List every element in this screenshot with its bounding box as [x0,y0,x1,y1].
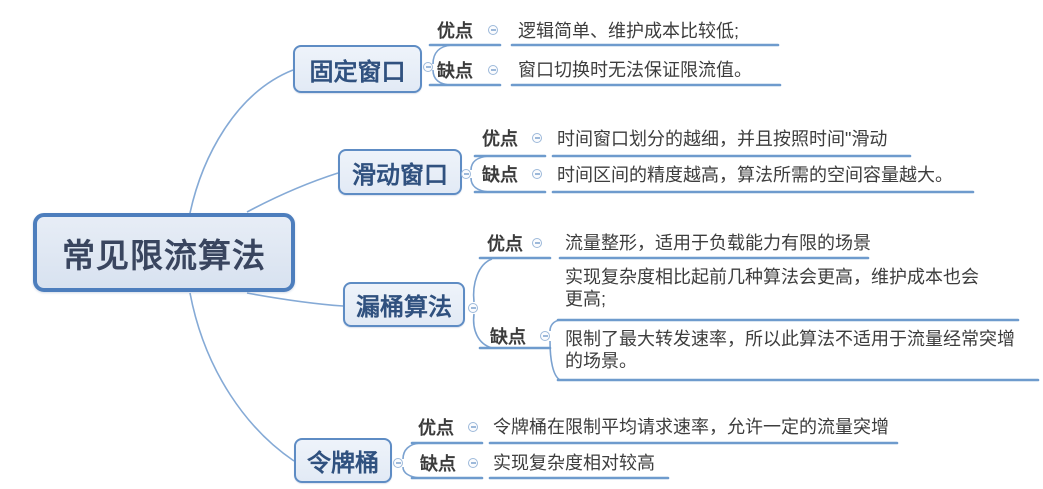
collapse-icon[interactable] [540,331,550,341]
collapse-icon[interactable] [532,133,542,143]
cons-label[interactable]: 缺点 [490,327,526,347]
pros-label[interactable]: 优点 [418,418,454,438]
collapse-icon[interactable] [488,25,498,35]
collapse-icon[interactable] [461,169,471,179]
branch-node-leaky-bucket[interactable]: 漏桶算法 [343,282,465,327]
collapse-icon[interactable] [468,458,478,468]
pros-label[interactable]: 优点 [487,234,523,254]
cons-item[interactable]: 限制了最大转发速率，所以此算法不适用于流量经常突增的场景。 [565,329,1015,371]
collapse-icon[interactable] [532,238,542,248]
branch-node-fixed-window[interactable]: 固定窗口 [293,45,422,93]
collapse-icon[interactable] [393,458,403,468]
collapse-icon[interactable] [468,422,478,432]
cons-item[interactable]: 窗口切换时无法保证限流值。 [518,60,752,80]
cons-item[interactable]: 实现复杂度相比起前几种算法会更高，维护成本也会更高; [565,267,979,309]
pros-label[interactable]: 优点 [482,129,518,149]
collapse-icon[interactable] [488,65,498,75]
cons-item[interactable]: 实现复杂度相对较高 [493,453,655,473]
cons-item[interactable]: 时间区间的精度越高，算法所需的空间容量越大。 [557,165,953,185]
branch-curves [189,69,344,462]
collapse-icon[interactable] [468,303,478,313]
pros-item[interactable]: 令牌桶在限制平均请求速率，允许一定的流量突增 [493,417,889,437]
collapse-icon[interactable] [532,169,542,179]
pros-item[interactable]: 时间窗口划分的越细，并且按照时间"滑动 [557,129,888,149]
row-brackets [402,44,561,479]
branch-node-token-bucket[interactable]: 令牌桶 [294,438,392,483]
cons-label[interactable]: 缺点 [482,165,518,185]
pros-label[interactable]: 优点 [437,21,473,41]
topic-underlines [410,43,1040,480]
branch-node-sliding-window[interactable]: 滑动窗口 [338,149,462,195]
root-node[interactable]: 常见限流算法 [33,213,295,292]
pros-item[interactable]: 逻辑简单、维护成本比较低; [518,21,739,41]
collapse-icon[interactable] [423,62,433,72]
cons-label[interactable]: 缺点 [437,61,473,81]
pros-item[interactable]: 流量整形，适用于负载能力有限的场景 [565,233,871,253]
cons-label[interactable]: 缺点 [420,454,456,474]
